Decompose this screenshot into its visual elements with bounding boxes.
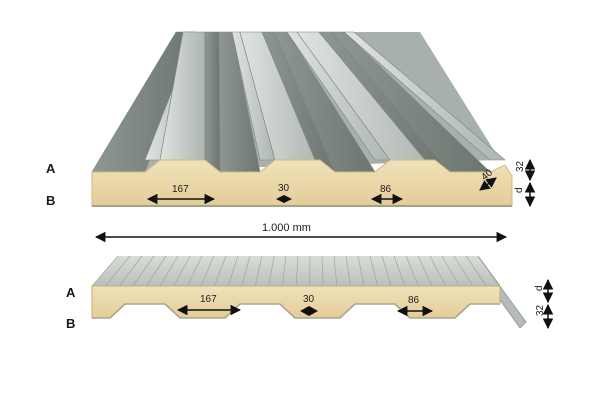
fine-rib-line <box>441 255 460 287</box>
fine-rib-line <box>381 255 392 287</box>
fine-rib-line <box>91 255 119 287</box>
fine-rib-line <box>105 255 131 287</box>
fine-rib-line <box>369 255 378 287</box>
top-dim-32-label: 32 <box>515 160 526 172</box>
top-dim-167-label: 167 <box>172 184 189 195</box>
width-dimension: 1.000 mm <box>94 222 508 243</box>
fine-rib-line <box>345 255 351 287</box>
top-label-a: A <box>46 161 56 176</box>
top-label-b: B <box>46 193 55 208</box>
fine-rib-line <box>405 255 419 287</box>
fine-rib-line <box>227 255 239 287</box>
fine-rib-line <box>146 255 167 287</box>
bottom-dim-167-label: 167 <box>200 294 217 305</box>
top-sheet-facet <box>343 31 506 161</box>
width-label: 1.000 mm <box>262 222 311 234</box>
bottom-dim-30-diamond <box>300 306 318 316</box>
bottom-label-a: A <box>66 285 76 300</box>
fine-rib-line <box>295 255 299 287</box>
bottom-dim-86-label: 86 <box>408 295 420 306</box>
top-dim-30-diamond <box>276 195 292 203</box>
fine-rib-line <box>118 255 143 287</box>
top-dim-30-label: 30 <box>278 183 290 194</box>
fine-rib-line <box>254 255 263 287</box>
top-dim-86-label: 86 <box>380 184 392 195</box>
bottom-liner <box>92 303 500 319</box>
bottom-foam-core <box>91 285 501 319</box>
top-sheet-ribs <box>91 31 506 173</box>
bottom-panel: A B 167 30 86 d 32 <box>66 255 554 331</box>
top-dim-40-arrow <box>479 177 497 191</box>
fine-rib-line <box>268 255 275 287</box>
bottom-top-sheet <box>92 256 500 286</box>
top-panel: A B 167 30 86 40 32 d <box>46 31 536 208</box>
fine-rib-line <box>417 255 433 287</box>
bottom-dim-30-label: 30 <box>303 294 315 305</box>
fine-rib-line <box>214 255 227 287</box>
bottom-side-flange <box>477 255 527 329</box>
bottom-dim-32-label: 32 <box>535 304 546 316</box>
fine-rib-line <box>200 255 215 287</box>
fine-rib-line <box>282 255 287 287</box>
top-sheet-facet <box>204 31 221 173</box>
fine-rib-line <box>453 255 474 287</box>
fine-rib-line <box>393 255 406 287</box>
top-dim-d-label: d <box>514 187 525 193</box>
bottom-dim-d-label: d <box>534 285 545 291</box>
fine-rib-line <box>357 255 365 287</box>
fine-rib-line <box>429 255 446 287</box>
fine-rib-line <box>132 255 155 287</box>
fine-rib-line <box>241 255 251 287</box>
bottom-label-b: B <box>66 316 75 331</box>
fine-rib-line <box>321 255 324 287</box>
fine-rib-line <box>159 255 179 287</box>
bottom-sheet-fine-ribs <box>91 255 501 287</box>
fine-rib-line <box>465 255 487 287</box>
fine-rib-line <box>173 255 191 287</box>
fine-rib-line <box>186 255 203 287</box>
fine-rib-line <box>333 255 338 287</box>
